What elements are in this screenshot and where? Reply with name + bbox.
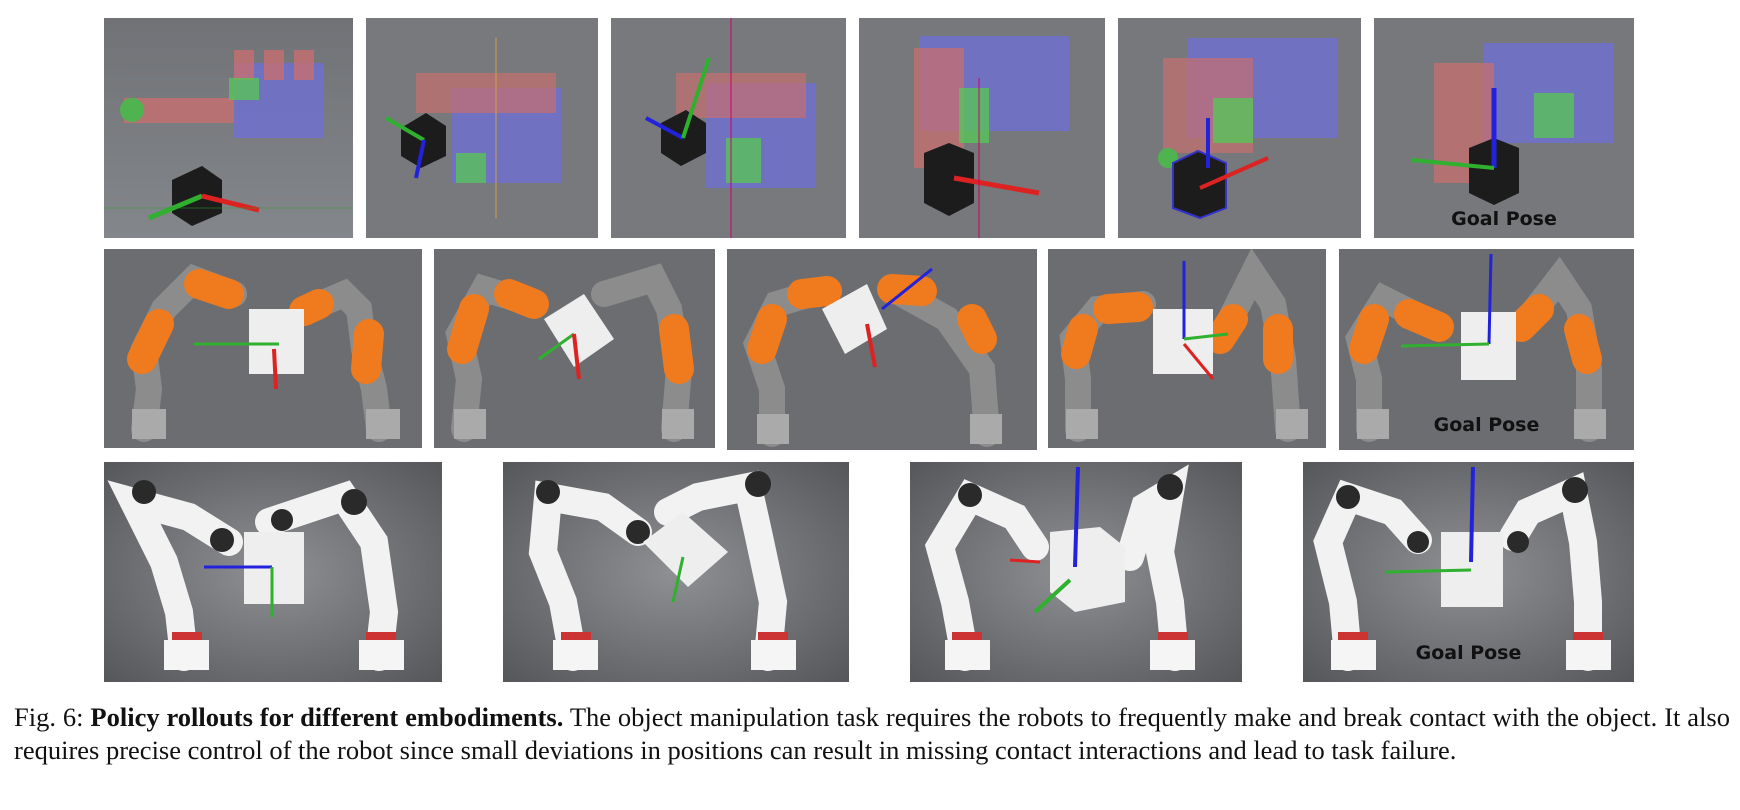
goal-pose-label: Goal Pose [1433,414,1540,436]
kuka-rollout-image-2 [434,249,715,448]
kuka-rollout-frame-4 [1048,249,1326,448]
hand-rollout-image-3 [611,18,846,238]
figure-caption: Fig. 6: Policy rollouts for different em… [14,701,1730,767]
goal-pose-label: Goal Pose [1415,642,1522,664]
hand-rollout-frame-5 [1118,18,1361,238]
caption-title: Policy rollouts for different embodiment… [90,702,564,732]
kuka-rollout-frame-2 [434,249,715,448]
franka-rollout-frame-2 [503,462,849,682]
goal-pose-label: Goal Pose [1451,208,1557,230]
franka-rollout-frame-3 [910,462,1242,682]
hand-rollout-frame-3 [611,18,846,238]
franka-goal-pose-frame: Goal Pose [1303,462,1634,682]
franka-goal-pose-image [1303,462,1634,682]
kuka-rollout-image-1 [104,249,422,448]
hand-rollout-image-2 [366,18,598,238]
franka-rollout-frame-1 [104,462,442,682]
hand-goal-pose-frame: Goal Pose [1374,18,1634,238]
kuka-rollout-frame-1 [104,249,422,448]
hand-rollout-frame-4 [859,18,1105,238]
caption-label: Fig. 6: [14,702,84,732]
franka-rollout-image-1 [104,462,442,682]
hand-goal-pose-image [1374,18,1634,238]
hand-rollout-frame-2 [366,18,598,238]
hand-rollout-image-5 [1118,18,1361,238]
kuka-goal-pose-image [1339,249,1634,450]
kuka-rollout-frame-3 [727,249,1037,450]
kuka-goal-pose-frame: Goal Pose [1339,249,1634,450]
franka-rollout-image-2 [503,462,849,682]
caption-body: The object manipulation task requires th… [14,702,1730,765]
kuka-rollout-image-3 [727,249,1037,450]
hand-rollout-image-4 [859,18,1105,238]
kuka-rollout-image-4 [1048,249,1326,448]
hand-rollout-frame-1 [104,18,353,238]
franka-rollout-image-3 [910,462,1242,682]
hand-rollout-image-1 [104,18,353,238]
